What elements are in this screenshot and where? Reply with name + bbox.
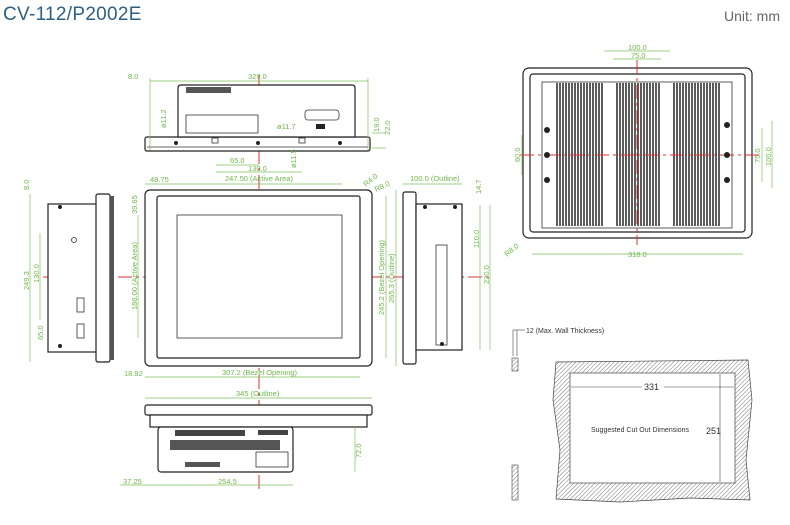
cutout-diagram: 12 (Max. Wall Thickness) 331 251 Suggest… [511, 328, 753, 503]
dim-vesa-100: 100.0 [628, 43, 647, 52]
cutout-label: Suggested Cut Out Dimensions [591, 427, 690, 434]
top-view [144, 84, 371, 152]
dim-bottom-offset: 37.25 [123, 477, 142, 486]
dim-bottom-width: 254.5 [218, 477, 237, 486]
dim-top-h2: 22.0 [383, 120, 392, 135]
page-title: CV-112/P2002E [3, 4, 142, 25]
left-side-view [47, 193, 114, 363]
dim-top-offset: 8.0 [128, 72, 138, 81]
dim-back-100: 100.0 [764, 147, 773, 166]
dim-top-margin: 39.65 [130, 195, 139, 214]
cutout-wall-label: 12 (Max. Wall Thickness) [526, 328, 604, 335]
dim-top-h1: 19.0 [372, 117, 381, 132]
back-view [520, 60, 760, 245]
dim-left-s1: 130.0 [32, 264, 41, 283]
cutout-height: 251 [706, 426, 721, 436]
dim-left-s2: 65.0 [36, 325, 45, 340]
dim-back-width: 318.0 [628, 250, 647, 259]
top-view-dimensions: 329.0 8.0 ø11.2 ø11.7 ø11.5 19.0 22.0 65… [128, 72, 392, 173]
dim-top-s1: 65.0 [230, 156, 245, 165]
front-view [144, 189, 373, 367]
dim-top-d3: ø11.5 [289, 149, 298, 168]
front-view-dimensions: 48.75 247.50 (Active Area) R4.0 R8.0 39.… [124, 171, 397, 378]
dim-top-d1: ø11.2 [159, 109, 168, 128]
dim-left-offset: 8.0 [22, 180, 31, 190]
dim-top-d2: ø11.7 [277, 122, 296, 131]
dim-right-h2: 220.0 [482, 265, 491, 284]
bottom-view-dimensions: 345 (Outline) 72.0 37.25 254.5 [120, 389, 372, 486]
back-view-dimensions: 100.0 75.0 60.0 75.0 100.0 R8.0 318.0 [503, 43, 773, 259]
dim-bottom-margin: 18.92 [124, 369, 143, 378]
cutout-width: 331 [644, 382, 659, 392]
dim-top-s2: 130.0 [248, 164, 267, 173]
dim-left-margin: 48.75 [150, 175, 169, 184]
right-side-view [402, 191, 463, 365]
dim-active-height: 186.00 (Active Area) [130, 242, 139, 310]
dim-right-h1: 110.0 [472, 230, 481, 248]
dim-right-depth: 100.0 (Outline) [410, 174, 460, 183]
dim-vesa-75: 75.0 [631, 51, 646, 60]
left-view-dimensions: 8.0 249.3 130.0 65.0 [22, 180, 45, 362]
dim-back-60: 60.0 [513, 147, 522, 162]
dim-right-t: 14.7 [474, 179, 483, 194]
dim-bottom-outline: 345 (Outline) [236, 389, 280, 398]
right-view-dimensions: 100.0 (Outline) 14.7 110.0 220.0 [403, 174, 491, 350]
dim-left-height: 249.3 [22, 271, 31, 290]
dim-active-width: 247.50 (Active Area) [225, 174, 293, 183]
dim-bezel-width: 307.2 (Bezel Opening) [222, 368, 298, 377]
dim-bezel-height: 245.2 (Bezel Opening) [377, 239, 386, 315]
bottom-view [144, 404, 373, 473]
dim-back-radius: R8.0 [503, 241, 521, 258]
dim-back-75: 75.0 [753, 148, 762, 163]
unit-label: Unit: mm [724, 8, 780, 24]
dim-outline-height: 265.3 (Outline) [387, 253, 396, 303]
dim-top-width: 329.0 [248, 72, 267, 81]
dim-bottom-depth: 72.0 [354, 443, 363, 458]
